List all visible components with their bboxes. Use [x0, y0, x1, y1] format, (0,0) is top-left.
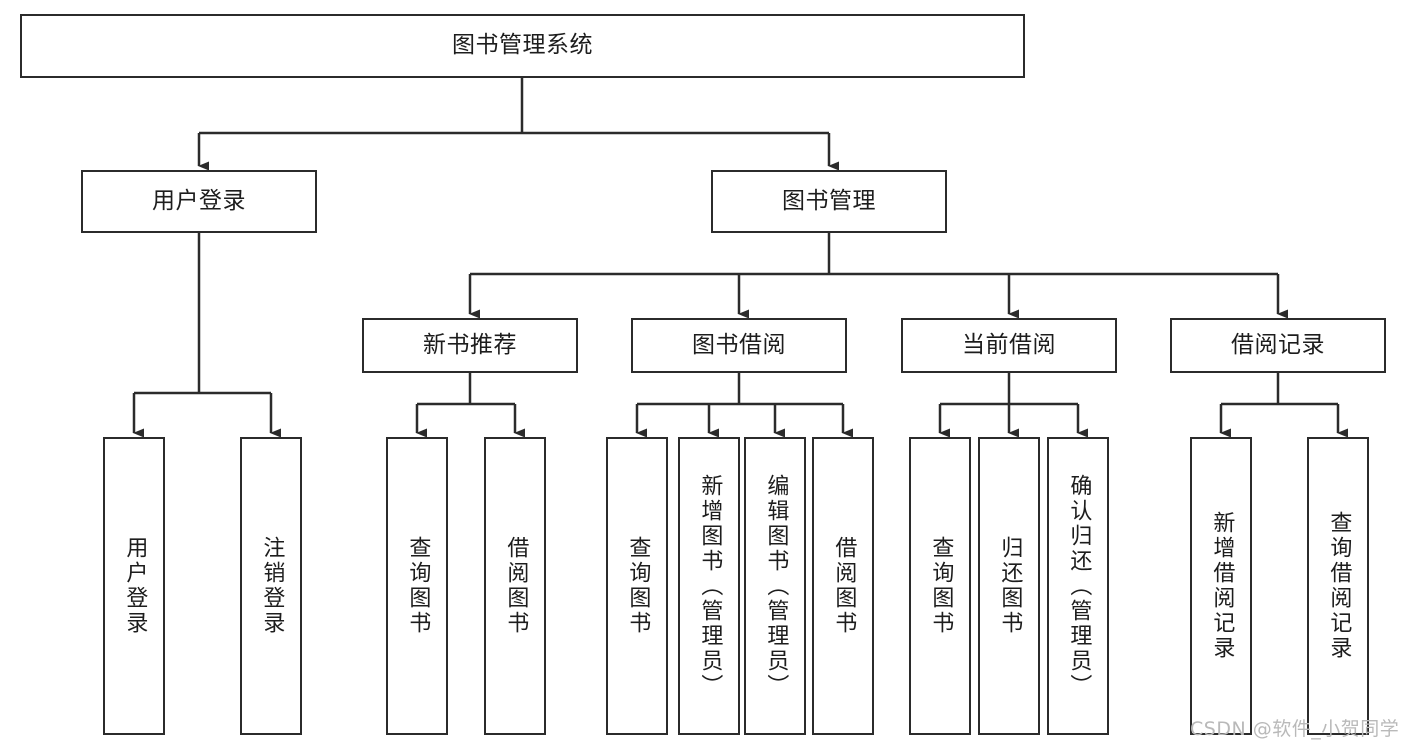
node-root[interactable]: 图书管理系统 — [20, 14, 1025, 78]
node-current-borrow[interactable]: 当前借阅 — [901, 318, 1117, 373]
node-book-borrow-label: 图书借阅 — [692, 331, 786, 358]
node-leaf-query-book-2[interactable]: 查询图书 — [606, 437, 668, 735]
node-leaf-query-book-3-label: 查询图书 — [928, 536, 954, 636]
node-leaf-user-login[interactable]: 用户登录 — [103, 437, 165, 735]
node-borrow-record-label: 借阅记录 — [1231, 331, 1325, 358]
node-leaf-confirm-return[interactable]: 确认归还（管理员） — [1047, 437, 1109, 735]
node-leaf-query-book-1[interactable]: 查询图书 — [386, 437, 448, 735]
node-current-borrow-label: 当前借阅 — [962, 331, 1056, 358]
node-user-login-label: 用户登录 — [152, 187, 246, 214]
node-leaf-return-book[interactable]: 归还图书 — [978, 437, 1040, 735]
node-leaf-borrow-book-1[interactable]: 借阅图书 — [484, 437, 546, 735]
node-leaf-add-record-label: 新增借阅记录 — [1209, 511, 1235, 661]
node-leaf-borrow-book-1-label: 借阅图书 — [503, 536, 529, 636]
node-leaf-add-book-label: 新增图书（管理员） — [697, 473, 723, 699]
node-leaf-logout[interactable]: 注销登录 — [240, 437, 302, 735]
node-leaf-add-record[interactable]: 新增借阅记录 — [1190, 437, 1252, 735]
node-root-label: 图书管理系统 — [452, 32, 593, 59]
node-book-borrow[interactable]: 图书借阅 — [631, 318, 847, 373]
csdn-watermark: CSDN @软件_小贺同学 — [1190, 718, 1400, 740]
node-leaf-borrow-book-2[interactable]: 借阅图书 — [812, 437, 874, 735]
node-leaf-user-login-label: 用户登录 — [122, 536, 148, 636]
node-new-book-rec-label: 新书推荐 — [423, 331, 517, 358]
node-book-manage[interactable]: 图书管理 — [711, 170, 947, 233]
node-leaf-edit-book[interactable]: 编辑图书（管理员） — [744, 437, 806, 735]
node-leaf-query-record[interactable]: 查询借阅记录 — [1307, 437, 1369, 735]
node-leaf-query-record-label: 查询借阅记录 — [1326, 511, 1352, 661]
node-leaf-edit-book-label: 编辑图书（管理员） — [763, 473, 789, 699]
node-leaf-borrow-book-2-label: 借阅图书 — [831, 536, 857, 636]
node-leaf-return-book-label: 归还图书 — [997, 536, 1023, 636]
node-book-manage-label: 图书管理 — [782, 187, 876, 214]
node-new-book-rec[interactable]: 新书推荐 — [362, 318, 578, 373]
node-leaf-query-book-1-label: 查询图书 — [405, 536, 431, 636]
node-leaf-add-book[interactable]: 新增图书（管理员） — [678, 437, 740, 735]
node-user-login[interactable]: 用户登录 — [81, 170, 317, 233]
node-leaf-query-book-3[interactable]: 查询图书 — [909, 437, 971, 735]
node-leaf-logout-label: 注销登录 — [259, 536, 285, 636]
node-leaf-query-book-2-label: 查询图书 — [625, 536, 651, 636]
node-leaf-confirm-return-label: 确认归还（管理员） — [1066, 473, 1092, 699]
node-borrow-record[interactable]: 借阅记录 — [1170, 318, 1386, 373]
